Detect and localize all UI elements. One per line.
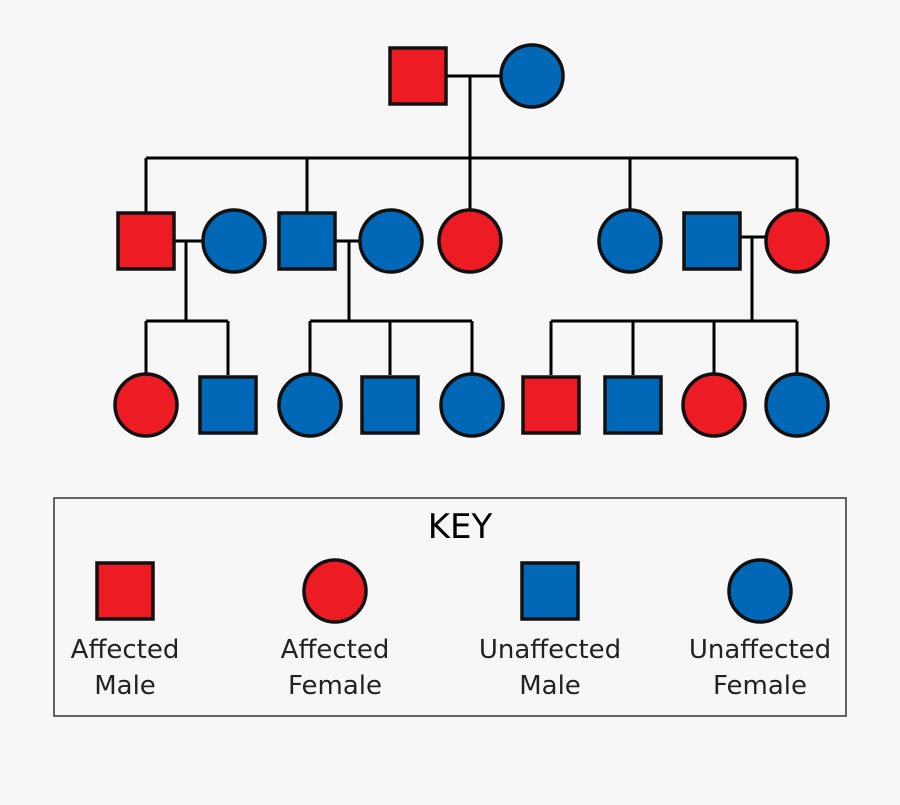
key-label-affected-female-line-1: Affected	[281, 635, 390, 665]
male-unaffected-symbol-g2-daughter-3-spouse	[682, 211, 742, 271]
key-affected-female-symbol	[302, 558, 368, 624]
male-unaffected-symbol-g3-child-2	[198, 375, 258, 435]
female-unaffected-symbol-g1-mother	[499, 43, 565, 109]
female-affected-symbol-g3-child-1	[113, 372, 179, 438]
pedigree-symbols	[113, 43, 830, 438]
key-unaffected-male-symbol	[520, 561, 580, 621]
female-affected-symbol-g2-daughter-1	[437, 208, 503, 274]
key-unaffected-female-symbol	[727, 558, 793, 624]
key-label-affected-male-line-1: Affected	[71, 635, 180, 665]
key-border	[53, 497, 847, 717]
key-label-unaffected-male-line-2: Male	[519, 671, 581, 701]
key-label-unaffected-female-line-2: Female	[713, 671, 807, 701]
female-affected-symbol-g3-child-8	[681, 372, 747, 438]
male-affected-symbol-g1-father	[388, 46, 448, 106]
male-unaffected-symbol-g2-son-2	[277, 211, 337, 271]
female-unaffected-symbol-g3-child-9	[764, 372, 830, 438]
female-affected-symbol-g2-daughter-3	[764, 208, 830, 274]
key-label-affected-male-line-2: Male	[94, 671, 156, 701]
female-unaffected-symbol-g3-child-3	[277, 372, 343, 438]
key-affected-male-symbol	[95, 561, 155, 621]
female-unaffected-symbol-g2-daughter-2	[597, 208, 663, 274]
key-label-affected-female-line-2: Female	[288, 671, 382, 701]
female-unaffected-symbol-g3-child-5	[439, 372, 505, 438]
male-unaffected-symbol-g3-child-4	[360, 375, 420, 435]
male-affected-symbol-g3-child-6	[521, 375, 581, 435]
female-unaffected-symbol-g2-son-2-spouse	[358, 208, 424, 274]
key-label-unaffected-female-line-1: Unaffected	[689, 635, 831, 665]
key-title: KEY	[428, 507, 493, 547]
pedigree-lines	[144, 74, 799, 375]
key-label-unaffected-male-line-1: Unaffected	[479, 635, 621, 665]
male-unaffected-symbol-g3-child-7	[603, 375, 663, 435]
male-affected-symbol-g2-son-1	[116, 211, 176, 271]
female-unaffected-symbol-g2-son-1-spouse	[201, 208, 267, 274]
